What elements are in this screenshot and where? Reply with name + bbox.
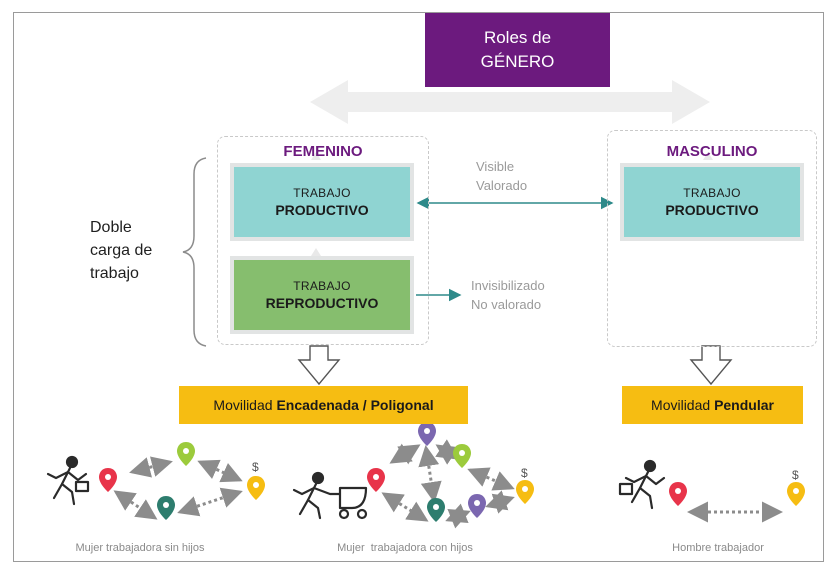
doctor-pin-icon: [468, 494, 486, 518]
down-arrow-fem: [297, 345, 341, 386]
daycare-pin-icon: [418, 422, 436, 446]
femenino-reproductivo-card: TRABAJO REPRODUCTIVO: [230, 256, 414, 334]
femenino-productivo-card: TRABAJO PRODUCTIVO: [230, 163, 414, 241]
errand-pin-icon-2: [453, 444, 471, 468]
work-pin-icon: [247, 476, 265, 500]
card-big-label: PRODUCTIVO: [665, 202, 759, 218]
home-pin-icon-3: [669, 482, 687, 506]
femenino-container: [217, 136, 429, 345]
masculino-title: MASCULINO: [666, 143, 758, 160]
dollar-icon-2: $: [521, 466, 528, 480]
valorado-text: Valorado: [476, 178, 528, 193]
home-pin-icon-2: [367, 468, 385, 492]
card-small-label: TRABAJO: [293, 186, 351, 200]
home-pin-icon: [99, 468, 117, 492]
school-pin-icon-2: [427, 498, 445, 522]
walking-woman-icon: [46, 455, 90, 506]
roles-line2: GÉNERO: [480, 52, 555, 71]
doble-line3: trabajo: [90, 265, 139, 282]
movilidad-prefix: Movilidad: [651, 397, 715, 413]
card-big-label: PRODUCTIVO: [275, 202, 369, 218]
visible-text: Visible: [476, 159, 515, 174]
card-small-label: TRABAJO: [683, 186, 741, 200]
invisibilizado-label: Invisibilizado No valorado: [471, 276, 545, 314]
down-arrow-masc: [689, 345, 733, 386]
scene2-route: [381, 439, 515, 529]
walking-man-icon: [618, 459, 666, 510]
doble-carga-label: Doble carga de trabajo: [90, 216, 152, 285]
work-pin-icon-2: [516, 480, 534, 504]
masculino-productivo-card: TRABAJO PRODUCTIVO: [620, 163, 804, 241]
scene1-route: [113, 456, 243, 520]
movilidad-type: Encadenada / Poligonal: [276, 397, 434, 413]
card-big-label: REPRODUCTIVO: [265, 295, 379, 311]
school-pin-icon: [157, 496, 175, 520]
no-valorado-text: No valorado: [471, 297, 542, 312]
movilidad-pendular-box: Movilidad Pendular: [622, 386, 803, 424]
dollar-icon-3: $: [792, 468, 799, 482]
roles-genero-box: Roles de GÉNERO: [425, 13, 610, 87]
caption-hombre: Hombre trabajador: [672, 542, 764, 554]
dollar-icon: $: [252, 460, 259, 474]
roles-line1: Roles de: [483, 28, 552, 47]
errand-pin-icon: [177, 442, 195, 466]
caption-con-hijos: Mujer trabajadora con hijos: [337, 542, 473, 554]
movilidad-encadenada-box: Movilidad Encadenada / Poligonal: [179, 386, 468, 424]
movilidad-prefix: Movilidad: [213, 397, 277, 413]
masculino-container: [607, 130, 817, 347]
brace: [182, 157, 207, 347]
work-pin-icon-3: [787, 482, 805, 506]
doble-line1: Doble: [90, 219, 132, 236]
caption-sin-hijos: Mujer trabajadora sin hijos: [75, 542, 205, 554]
movilidad-type: Pendular: [714, 397, 774, 413]
diagram-frame: [13, 12, 824, 562]
doble-line2: carga de: [90, 242, 153, 259]
woman-with-stroller-icon: [292, 471, 368, 520]
femenino-title: FEMENINO: [283, 143, 363, 160]
card-small-label: TRABAJO: [293, 279, 351, 293]
visible-valorado-label: Visible Valorado: [476, 157, 527, 195]
gender-double-arrow: [310, 80, 710, 124]
invisibilizado-text: Invisibilizado: [471, 278, 545, 293]
